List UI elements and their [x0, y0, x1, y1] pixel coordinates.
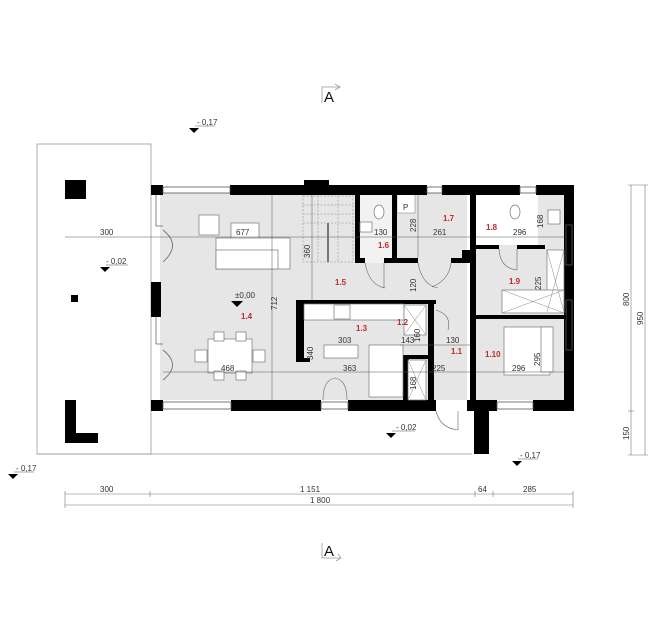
svg-text:130: 130 — [374, 228, 388, 237]
level-marker-floor: ±0,00 — [231, 291, 256, 307]
svg-text:261: 261 — [433, 228, 447, 237]
level-marker-top: - 0,17 — [189, 118, 218, 133]
svg-text:A: A — [324, 89, 334, 106]
sink-counter — [323, 344, 359, 359]
svg-text:1.4: 1.4 — [241, 312, 253, 321]
room-label-1-10: 1.10 — [485, 350, 501, 359]
svg-text:303: 303 — [338, 336, 352, 345]
svg-text:168: 168 — [409, 376, 418, 390]
svg-text:360: 360 — [303, 244, 312, 258]
svg-text:±0,00: ±0,00 — [235, 291, 256, 300]
room-label-1-9: 1.9 — [509, 277, 521, 286]
svg-text:- 0,17: - 0,17 — [16, 464, 37, 473]
terrace-corner-wall — [65, 400, 98, 443]
terrace-pillar — [65, 180, 86, 199]
svg-text:712: 712 — [270, 296, 279, 310]
dim-bottom-house: 1 151 — [300, 485, 321, 494]
dimension-lines — [65, 195, 564, 400]
room-labels: 1.1 1.2 1.3 1.4 1.5 1.6 1.7 1.8 — [241, 214, 498, 356]
svg-text:677: 677 — [236, 228, 250, 237]
section-marker-top: A — [321, 83, 341, 106]
pantry-marker: P — [403, 203, 408, 212]
dim-bottom-total: 1 800 — [310, 496, 331, 505]
toilet — [373, 204, 385, 220]
terrace-doors[interactable] — [155, 195, 173, 381]
svg-text:1.8: 1.8 — [486, 223, 498, 232]
level-marker-bottom-left: - 0,17 — [8, 464, 37, 479]
svg-text:1.1: 1.1 — [451, 347, 463, 356]
dim-bottom-wing: 285 — [523, 485, 537, 494]
armchair — [198, 214, 220, 236]
kitchen-counter — [303, 303, 405, 321]
svg-text:168: 168 — [536, 214, 545, 228]
level-marker-entrance: - 0,02 — [386, 423, 417, 438]
svg-text:1.5: 1.5 — [335, 278, 347, 287]
level-marker-bottom-right: - 0,17 — [512, 451, 541, 466]
dining-table — [207, 338, 253, 374]
svg-text:228: 228 — [409, 218, 418, 232]
svg-text:1.3: 1.3 — [356, 324, 368, 333]
terrace-lower-outline — [37, 440, 462, 454]
interior-dimension-labels: 300 677 360 712 130 228 261 296 168 120 … — [100, 214, 545, 390]
svg-text:225: 225 — [432, 364, 446, 373]
bottom-dimension-chain — [64, 491, 574, 508]
svg-text:- 0,02: - 0,02 — [106, 257, 127, 266]
svg-text:1.2: 1.2 — [397, 318, 409, 327]
svg-text:340: 340 — [306, 346, 315, 360]
cooktop — [333, 304, 351, 320]
washbasin — [359, 221, 373, 233]
svg-text:295: 295 — [533, 352, 542, 366]
svg-text:300: 300 — [100, 228, 114, 237]
svg-text:- 0,17: - 0,17 — [197, 118, 218, 127]
svg-text:- 0,02: - 0,02 — [396, 423, 417, 432]
interior-walls — [296, 195, 566, 400]
svg-text:468: 468 — [221, 364, 235, 373]
svg-text:363: 363 — [343, 364, 357, 373]
dim-bottom-terrace: 300 — [100, 485, 114, 494]
kitchen-tall-unit — [368, 344, 404, 398]
staircase — [302, 195, 354, 263]
toilet-2 — [509, 204, 521, 220]
svg-text:225: 225 — [534, 276, 543, 290]
exterior-walls — [151, 180, 574, 454]
wardrobe-crosses — [403, 249, 565, 401]
dim-bottom-step: 64 — [478, 485, 487, 494]
dim-right-terrace: 150 — [622, 426, 631, 440]
svg-text:143: 143 — [401, 336, 415, 345]
svg-text:296: 296 — [512, 364, 526, 373]
svg-text:296: 296 — [513, 228, 527, 237]
windows — [162, 186, 573, 410]
dim-right-house: 800 — [622, 292, 631, 306]
washbasin-2 — [547, 209, 561, 225]
svg-text:1.7: 1.7 — [443, 214, 455, 223]
svg-text:- 0,17: - 0,17 — [520, 451, 541, 460]
svg-text:120: 120 — [409, 278, 418, 292]
dim-right-total: 950 — [636, 311, 645, 325]
section-marker-bottom: A — [321, 543, 342, 562]
right-dimension-chain — [628, 184, 648, 456]
interior-doors[interactable] — [322, 248, 518, 431]
level-marker-terrace: - 0,02 — [100, 257, 128, 272]
svg-text:130: 130 — [446, 336, 460, 345]
svg-text:A: A — [324, 543, 334, 560]
terrace-outline — [36, 143, 152, 455]
svg-text:160: 160 — [413, 328, 422, 342]
terrace-post — [71, 295, 78, 302]
svg-text:1.6: 1.6 — [378, 241, 390, 250]
